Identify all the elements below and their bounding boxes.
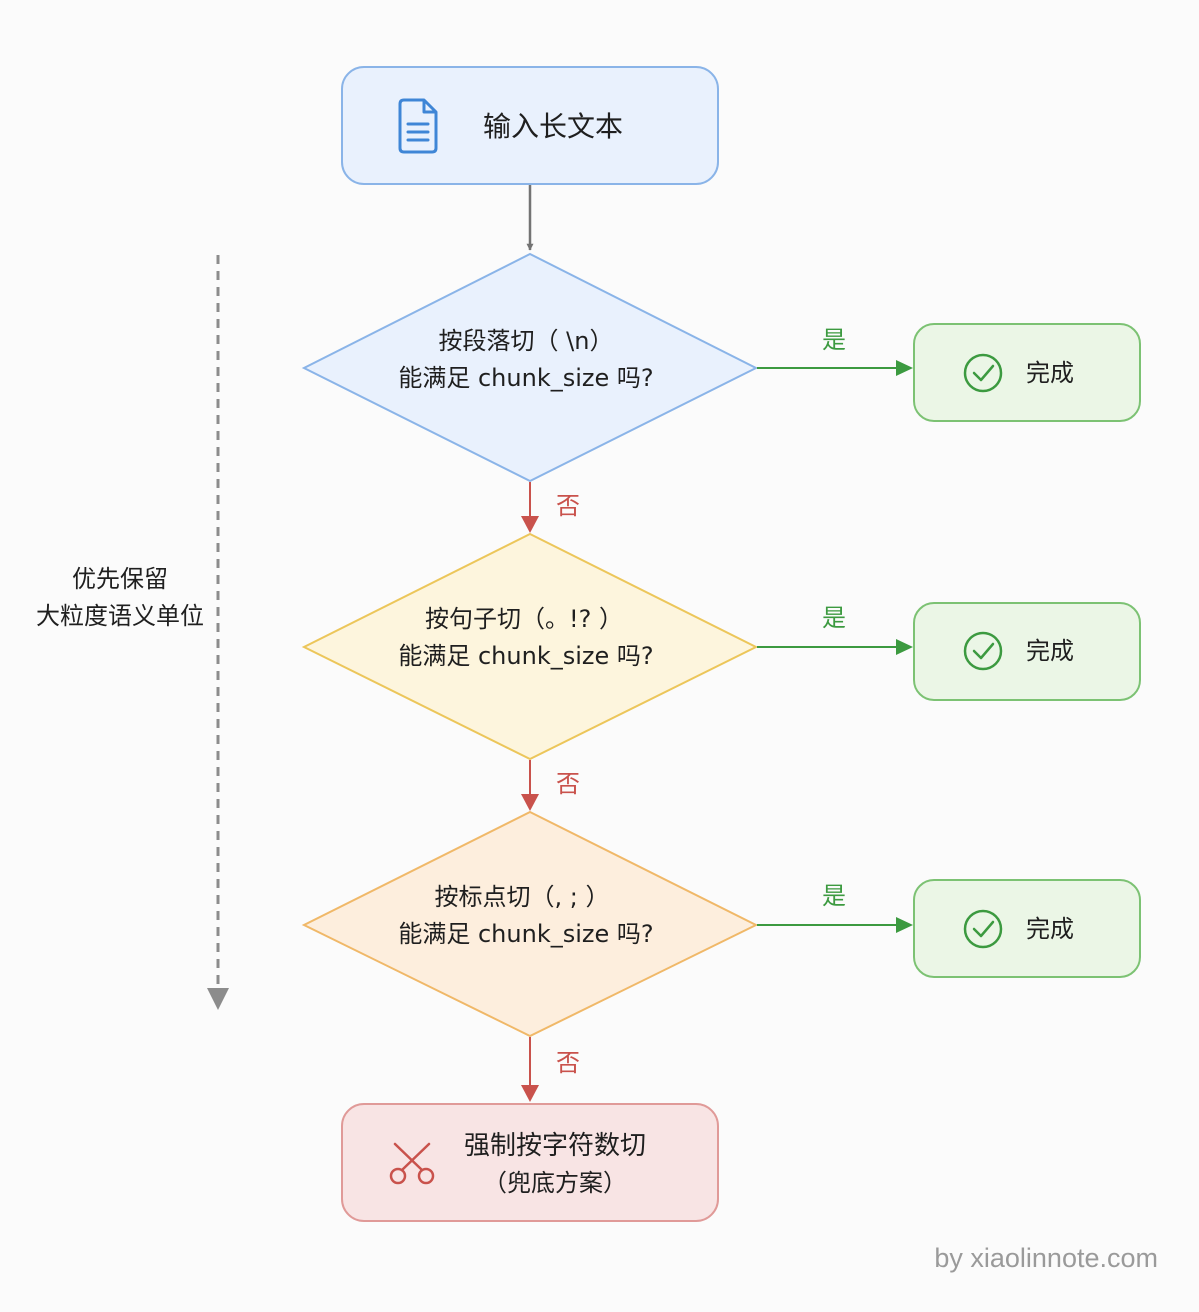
done-node-2: 完成 [913, 602, 1141, 701]
priority-label-line2: 大粒度语义单位 [36, 602, 204, 630]
fallback-node: 强制按字符数切 （兜底方案） [341, 1103, 719, 1222]
yes-arrow-head [896, 639, 913, 655]
decision-punctuation-line1: 按标点切（, ; ） [435, 883, 610, 911]
decision-sentence-diamond [301, 532, 759, 761]
document-icon [398, 98, 438, 154]
done-node-box [913, 879, 1141, 978]
yes-branch-2: 是 [757, 604, 913, 655]
start-node-label: 输入长文本 [483, 110, 623, 143]
decision-paragraph-line1: 按段落切（ \n） [439, 327, 614, 355]
decision-sentence-line2: 能满足 chunk_size 吗? [398, 642, 653, 670]
done-node-box [913, 602, 1141, 701]
done-node-1: 完成 [913, 323, 1141, 422]
fallback-label-line1: 强制按字符数切 [464, 1131, 646, 1161]
done-label: 完成 [1026, 915, 1074, 943]
done-node-box [913, 323, 1141, 422]
start-node: 输入长文本 [341, 66, 719, 185]
fallback-node-box [341, 1103, 719, 1222]
check-circle-icon [963, 909, 1003, 949]
decision-sentence-line1: 按句子切（。!? ） [425, 605, 623, 633]
no-label: 否 [556, 1049, 580, 1077]
done-label: 完成 [1026, 359, 1074, 387]
yes-arrow-head [896, 917, 913, 933]
done-label: 完成 [1026, 637, 1074, 665]
decision-paragraph-diamond [301, 252, 759, 483]
scissors-icon [389, 1142, 435, 1185]
decision-paragraph: 按段落切（ \n） 能满足 chunk_size 吗? [301, 252, 759, 483]
no-branch-1: 否 [521, 482, 580, 533]
yes-label: 是 [822, 604, 846, 632]
priority-indicator: 优先保留 大粒度语义单位 [36, 255, 229, 1010]
priority-label-line1: 优先保留 [72, 565, 168, 593]
no-label: 否 [556, 770, 580, 798]
yes-label: 是 [822, 882, 846, 910]
priority-arrow-head [207, 988, 229, 1010]
decision-paragraph-line2: 能满足 chunk_size 吗? [398, 364, 653, 392]
yes-arrow-head [896, 360, 913, 376]
watermark: by xiaolinnote.com [934, 1243, 1158, 1273]
fallback-label-line2: （兜底方案） [483, 1169, 627, 1197]
decision-punctuation-line2: 能满足 chunk_size 吗? [398, 920, 653, 948]
decision-punctuation: 按标点切（, ; ） 能满足 chunk_size 吗? [301, 810, 759, 1038]
no-arrow-head [521, 1085, 539, 1102]
yes-branch-1: 是 [757, 326, 913, 376]
yes-label: 是 [822, 326, 846, 354]
decision-punctuation-diamond [301, 810, 759, 1038]
done-node-3: 完成 [913, 879, 1141, 978]
no-arrow-head [521, 516, 539, 533]
decision-sentence: 按句子切（。!? ） 能满足 chunk_size 吗? [301, 532, 759, 761]
no-branch-2: 否 [521, 760, 580, 811]
start-node-box [341, 66, 719, 185]
no-label: 否 [556, 492, 580, 520]
no-arrow-head [521, 794, 539, 811]
no-branch-3: 否 [521, 1037, 580, 1102]
yes-branch-3: 是 [757, 882, 913, 933]
check-circle-icon [963, 631, 1003, 671]
check-circle-icon [963, 353, 1003, 393]
